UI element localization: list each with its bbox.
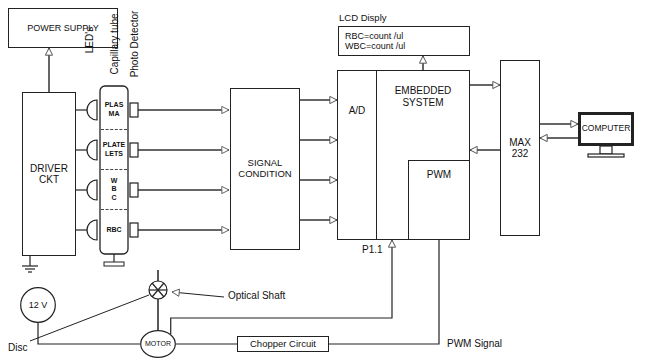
connector [329, 240, 439, 344]
node-text: SIGNAL CONDITION [231, 158, 299, 180]
connector [300, 179, 337, 181]
power-supply-box: POWER SUPPLY [8, 8, 118, 48]
sample-layer: PLAS MA [101, 90, 127, 130]
driver-circuit-box: DRIVER CKT [22, 92, 76, 256]
node-text: WBC=count /ul [345, 41, 405, 51]
ground-symbol [22, 256, 38, 272]
computer-stand [588, 146, 624, 157]
node-text: Chopper Circuit [250, 339, 316, 350]
connector [176, 343, 237, 344]
connector [470, 84, 500, 86]
pin-name: P1.1 [362, 244, 383, 255]
connector [171, 240, 392, 334]
tube-base [104, 262, 124, 266]
node-text: 12 V [29, 300, 48, 310]
node-text: EMBEDDED SYSTEM [377, 85, 469, 108]
node-text: MAX 232 [501, 137, 539, 160]
sample-layer: PLATE LETS [101, 130, 127, 170]
part-label: Disc [8, 342, 27, 353]
embedded-system-block: EMBEDDED SYSTEM PWM [376, 70, 470, 240]
node-text: RBC [106, 226, 121, 234]
node-text: MOTOR [145, 340, 171, 348]
node-text: W B C [111, 177, 118, 201]
connector [470, 149, 500, 151]
connector [48, 48, 50, 92]
shaft-leader [172, 292, 224, 297]
node-outline-shape [141, 331, 176, 358]
node-text: PLAS MA [105, 101, 124, 117]
component-label: Photo Detector [129, 11, 140, 78]
sample-layer: W B C [101, 170, 127, 210]
max232-chip: MAX 232 [500, 60, 540, 236]
led-group [76, 100, 97, 240]
photo-detector-group [130, 103, 229, 237]
node-outline-shape [21, 288, 56, 323]
sample-layer: RBC [101, 210, 127, 250]
chopper-circuit-box: Chopper Circuit [237, 336, 329, 352]
signal-label: PWM Signal [446, 338, 503, 349]
connector [540, 137, 578, 139]
optical-shaft [157, 270, 159, 331]
computer-monitor: COMPUTER [578, 112, 634, 146]
node-text: PLATE LETS [103, 141, 125, 157]
disc [149, 281, 167, 299]
node-text: COMPUTER [582, 124, 631, 134]
motor: MOTOR [140, 330, 176, 358]
connector [300, 139, 337, 141]
lcd-display: LCD DisplyRBC=count /ulWBC=count /ul [338, 26, 470, 56]
connector [422, 56, 424, 70]
connector [300, 99, 337, 101]
connector [540, 123, 578, 125]
component-label: Capillary tube [109, 13, 120, 74]
pwm-block: PWM [408, 160, 470, 240]
tube-stem [113, 254, 114, 262]
part-label: Optical Shaft [228, 290, 285, 301]
capillary-tube [100, 86, 128, 254]
node-text: A/D [349, 105, 366, 117]
connector [38, 323, 140, 344]
node-text: RBC=count /ul [345, 31, 403, 41]
node-text: PWM [427, 169, 451, 181]
adc-block: A/D [337, 70, 377, 240]
display-heading: LCD Disply [339, 13, 387, 24]
signal-conditioning-box: SIGNAL CONDITION [230, 88, 300, 250]
node-text: DRIVER CKT [23, 163, 75, 186]
voltage-source: 12 V [20, 287, 56, 323]
component-label: LED's [84, 27, 95, 53]
connector [300, 219, 337, 221]
